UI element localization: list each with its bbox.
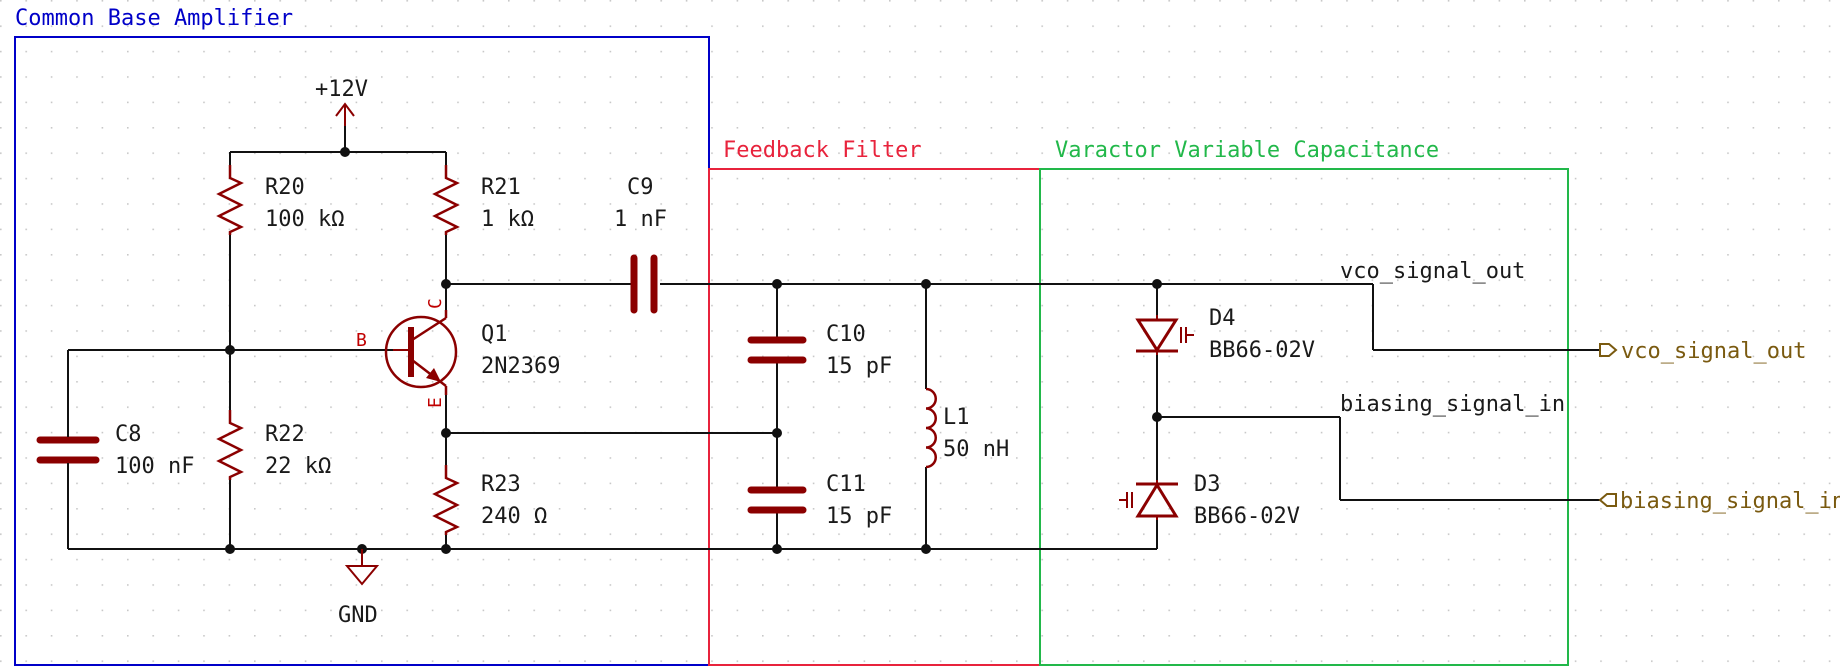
junction-dot	[441, 544, 451, 554]
power-gnd[interactable]: GND	[338, 549, 380, 628]
diode-value: BB66-02V	[1194, 504, 1300, 529]
transistor-pin-b: B	[356, 330, 367, 351]
resistor-value: 240 Ω	[481, 504, 547, 529]
vcc-arrow-icon	[335, 102, 355, 126]
resistor-ref: R21	[481, 175, 521, 200]
diode-value: BB66-02V	[1209, 338, 1315, 363]
section-varactor[interactable]: Varactor Variable Capacitance	[1039, 138, 1569, 666]
junctions	[225, 147, 1162, 554]
inductor-coil-icon	[925, 387, 937, 469]
section-feedback-title: Feedback Filter	[723, 138, 922, 163]
gnd-label: GND	[338, 603, 378, 628]
inductor-value: 50 nH	[943, 437, 1009, 462]
capacitor-value: 15 pF	[826, 504, 892, 529]
port-bias-in[interactable]: biasing_signal_in	[1598, 489, 1840, 514]
junction-dot	[225, 345, 235, 355]
junction-dot	[225, 544, 235, 554]
resistor-ref: R22	[265, 422, 305, 447]
transistor-emitter-arrow-icon	[426, 368, 441, 382]
section-amplifier-title: Common Base Amplifier	[15, 6, 293, 31]
power-vcc[interactable]: +12V	[315, 77, 368, 126]
capacitor-c8[interactable]: C8 100 nF	[36, 422, 194, 479]
capacitor-ref: C10	[826, 322, 866, 347]
resistor-icon	[216, 410, 244, 480]
resistor-ref: R23	[481, 472, 521, 497]
resistor-icon	[432, 165, 460, 235]
junction-dot	[340, 147, 350, 157]
resistor-value: 1 kΩ	[481, 207, 534, 232]
capacitor-c11[interactable]: C11 15 pF	[747, 472, 892, 529]
capacitor-ref: C9	[627, 175, 654, 200]
junction-dot	[1152, 279, 1162, 289]
section-varactor-title: Varactor Variable Capacitance	[1055, 138, 1439, 163]
port-label: vco_signal_out	[1621, 339, 1806, 364]
net-label-bias-in: biasing_signal_in	[1340, 392, 1565, 417]
capacitor-ref: C11	[826, 472, 866, 497]
transistor-pin-e: E	[425, 397, 446, 408]
transistor-body	[384, 315, 458, 389]
varactor-cap-mark-icon	[1180, 327, 1194, 343]
inductor-ref: L1	[943, 405, 970, 430]
inductor-l1[interactable]: L1 50 nH	[925, 387, 1009, 469]
transistor-collector-lead	[411, 316, 447, 342]
port-vco-out[interactable]: vco_signal_out	[1599, 339, 1806, 364]
section-feedback[interactable]: Feedback Filter	[708, 138, 1041, 666]
capacitor-value: 15 pF	[826, 354, 892, 379]
junction-dot	[441, 279, 451, 289]
wires	[67, 126, 1600, 550]
resistor-r23[interactable]: R23 240 Ω	[432, 465, 547, 535]
resistor-icon	[216, 165, 244, 235]
transistor-ref: Q1	[481, 322, 508, 347]
gnd-triangle-icon	[344, 565, 380, 586]
junction-dot	[772, 428, 782, 438]
resistor-r21[interactable]: R21 1 kΩ	[432, 165, 534, 235]
transistor-q1[interactable]: B C E Q1 2N2369	[356, 298, 560, 408]
junction-dot	[772, 279, 782, 289]
varactor-d3[interactable]: D3 BB66-02V	[1119, 472, 1300, 529]
capacitor-c10[interactable]: C10 15 pF	[747, 322, 892, 379]
port-input-arrow-icon	[1598, 493, 1617, 507]
varactor-cap-mark-icon	[1119, 492, 1133, 508]
capacitor-ref: C8	[115, 422, 142, 447]
net-label-vco-out: vco_signal_out	[1340, 259, 1525, 284]
vcc-label: +12V	[315, 77, 368, 102]
port-label: biasing_signal_in	[1620, 489, 1840, 514]
junction-dot	[441, 428, 451, 438]
resistor-r20[interactable]: R20 100 kΩ	[216, 165, 344, 235]
resistor-value: 100 kΩ	[265, 207, 344, 232]
capacitor-c9[interactable]: C9 1 nF	[614, 175, 667, 314]
section-varactor-border	[1039, 168, 1569, 666]
varactor-d4[interactable]: D4 BB66-02V	[1135, 306, 1315, 363]
resistor-icon	[432, 465, 460, 535]
diode-triangle-icon	[1135, 318, 1179, 353]
junction-dot	[921, 544, 931, 554]
resistor-ref: R20	[265, 175, 305, 200]
capacitor-value: 100 nF	[115, 454, 194, 479]
transistor-pin-c: C	[425, 298, 446, 309]
transistor-value: 2N2369	[481, 354, 560, 379]
capacitor-value: 1 nF	[614, 207, 667, 232]
diode-ref: D4	[1209, 306, 1236, 331]
port-output-arrow-icon	[1599, 343, 1618, 357]
diode-ref: D3	[1194, 472, 1221, 497]
junction-dot	[1152, 412, 1162, 422]
junction-dot	[772, 544, 782, 554]
resistor-value: 22 kΩ	[265, 454, 331, 479]
resistor-r22[interactable]: R22 22 kΩ	[216, 410, 331, 480]
junction-dot	[921, 279, 931, 289]
